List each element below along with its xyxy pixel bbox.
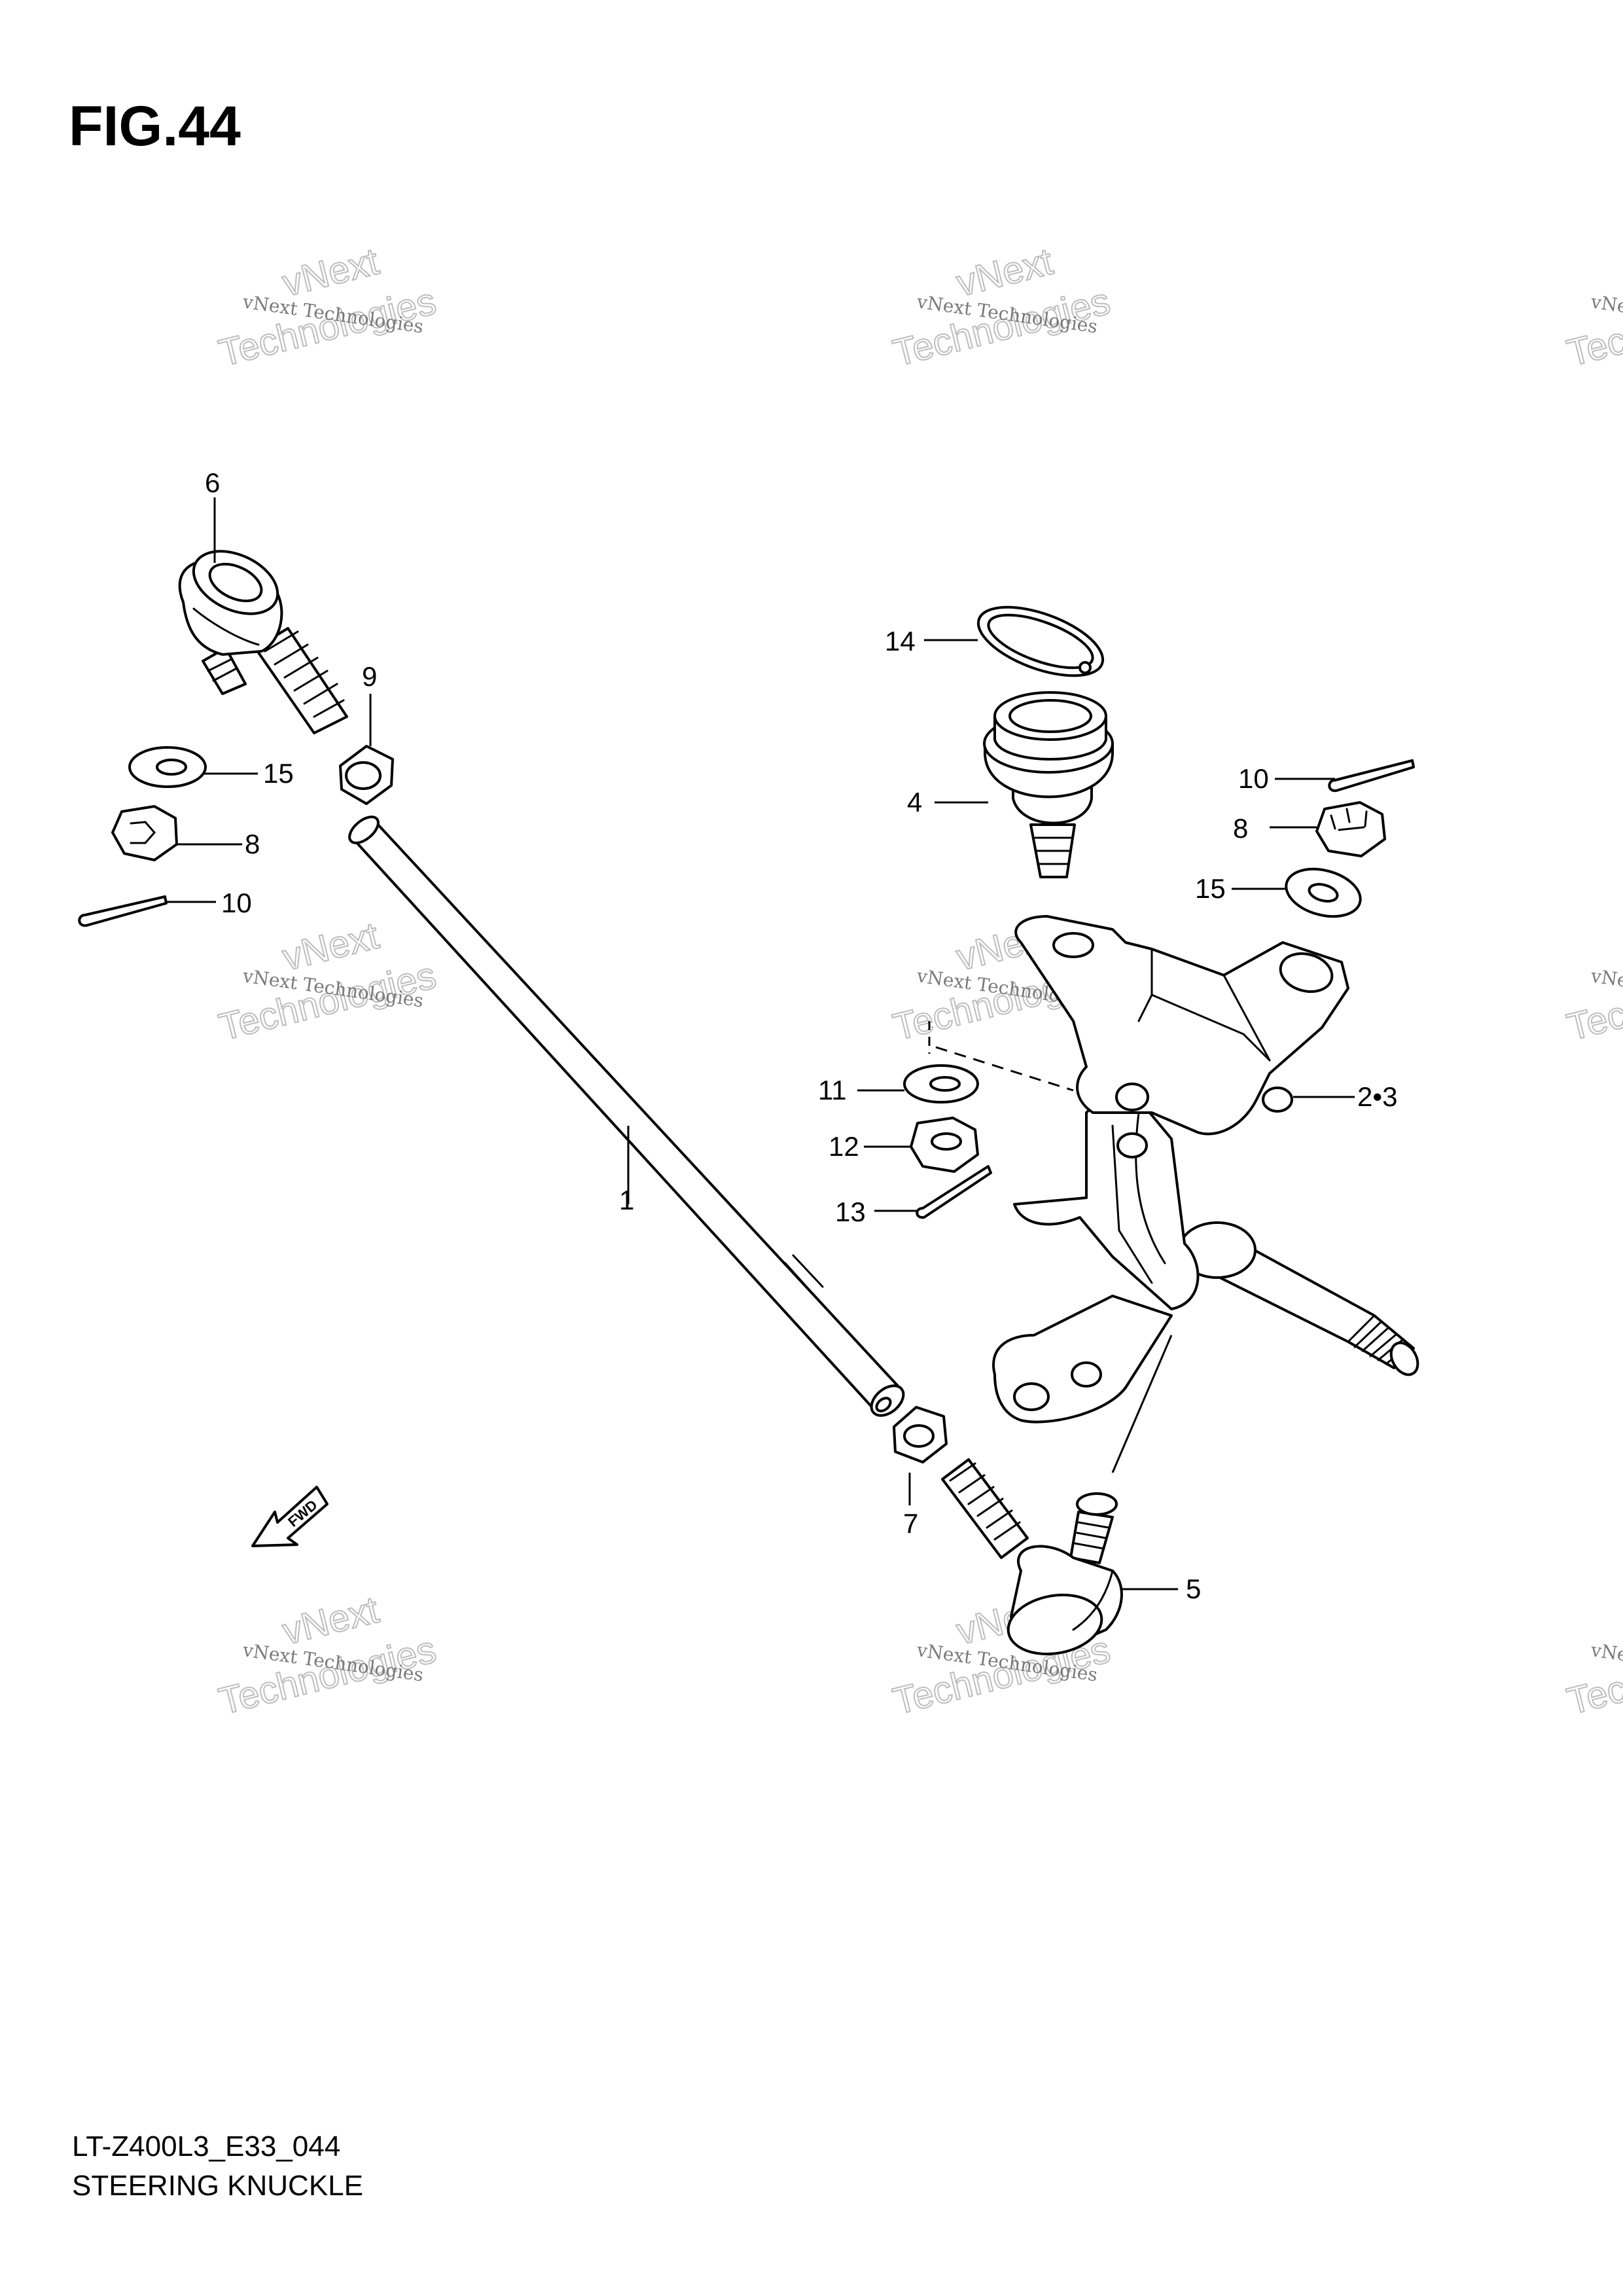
diagram-code: LT-Z400L3_E33_044: [72, 2130, 340, 2162]
callout-labels: 6 9 15 8 10 1 7 14 4 10 8 15 11 12 13 2•…: [205, 467, 1397, 1604]
callout-14: 14: [885, 626, 916, 656]
callout-15-right: 15: [1195, 873, 1226, 904]
watermark: Technologies vNext vNext Technologies: [214, 240, 440, 376]
callout-4: 4: [907, 787, 922, 817]
steering-knuckle-part-2-3: [992, 915, 1419, 1424]
watermark: Technologies vNext Technologies: [1562, 1627, 1623, 1723]
callout-1: 1: [619, 1185, 634, 1215]
callout-10-left: 10: [221, 888, 252, 918]
castle-nut-part-8-right: [1315, 801, 1386, 857]
watermark: Technologies vNext vNext Technologies: [214, 914, 440, 1050]
callout-13: 13: [835, 1196, 866, 1227]
callout-15-left: 15: [263, 758, 294, 789]
watermark: Technologies vNext vNext Technologies: [888, 240, 1115, 376]
callout-10-right: 10: [1238, 763, 1269, 794]
washer-part-15-left: [128, 746, 207, 788]
callout-9: 9: [362, 661, 377, 692]
circlip-part-14: [976, 605, 1105, 677]
callout-11: 11: [818, 1075, 847, 1105]
cotter-pin-part-10-left: [78, 895, 168, 927]
nut-part-9: [339, 745, 394, 805]
ball-joint-part-4: [983, 691, 1114, 878]
nut-part-7: [893, 1406, 948, 1463]
diagram-name: STEERING KNUCKLE: [72, 2170, 363, 2202]
watermark: Technologies vNext Technologies: [1562, 953, 1623, 1049]
cotter-pin-part-13: [916, 1165, 992, 1219]
castle-nut-part-12: [910, 1117, 979, 1173]
callout-6: 6: [205, 467, 220, 498]
callout-12: 12: [829, 1131, 859, 1162]
callout-5: 5: [1186, 1573, 1201, 1604]
tie-rod-end-part-6: [178, 550, 348, 734]
watermark: Technologies vNext vNext Technologies: [214, 1588, 440, 1724]
fwd-arrow-icon: FWD: [251, 1486, 329, 1547]
callout-8-right: 8: [1233, 813, 1248, 844]
callout-7: 7: [903, 1508, 918, 1539]
tie-rod-part-1: [348, 816, 905, 1417]
callout-2-3: 2•3: [1357, 1081, 1397, 1112]
tie-rod-end-part-5: [941, 1458, 1123, 1656]
castle-nut-part-8-left: [111, 805, 178, 861]
washer-part-11: [903, 1064, 979, 1103]
watermark: Technologies vNext Technologies: [1562, 279, 1623, 375]
callout-8-left: 8: [245, 829, 260, 859]
watermark-group: Technologies vNext vNext Technologies Te…: [214, 240, 1623, 1724]
leader-lines: [166, 497, 1355, 1590]
figure-title: FIG.44: [69, 95, 241, 158]
washer-part-15-right: [1285, 867, 1362, 918]
cotter-pin-part-10-right: [1328, 759, 1415, 793]
